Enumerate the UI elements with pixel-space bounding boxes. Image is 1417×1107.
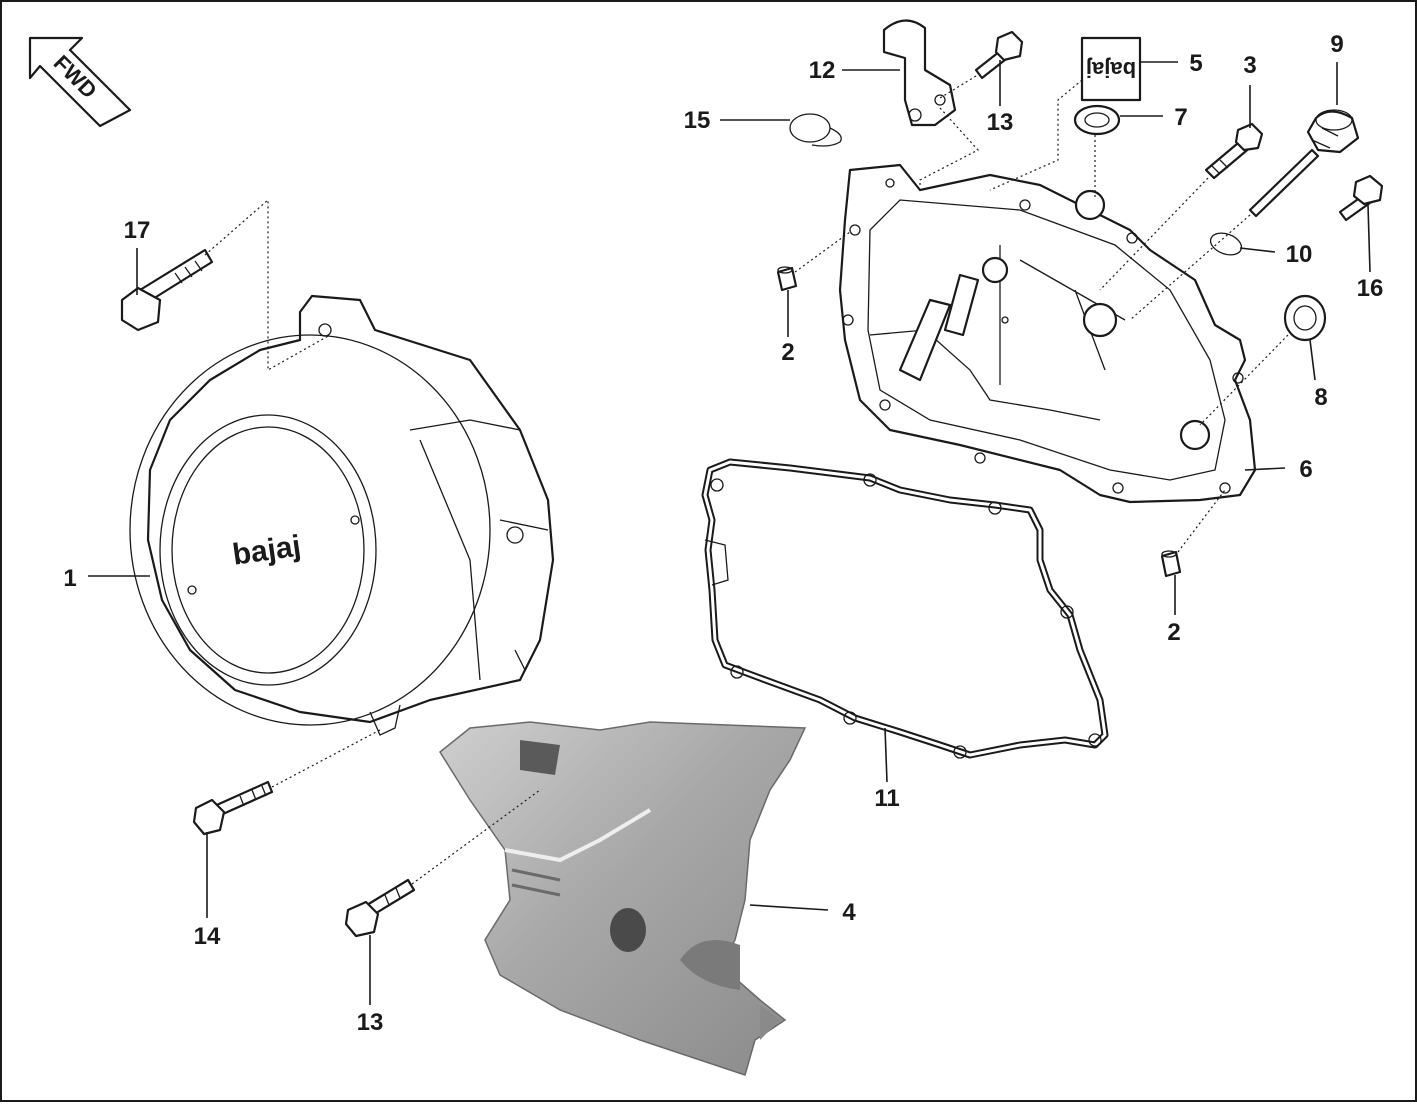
part-10-o-ring [1209,232,1243,256]
part-17-bolt [120,248,214,332]
part-13-bolt-lower [344,878,416,938]
callout-9: 9 [1330,31,1343,58]
callout-10: 10 [1286,241,1313,268]
callout-2a: 2 [781,339,794,366]
callout-6: 6 [1299,456,1312,483]
sticker-logo-text: bajaj [1086,57,1136,82]
part-16-bolt [1338,174,1384,222]
callout-16: 16 [1357,275,1384,302]
part-2-dowel-upper [776,266,798,292]
callout-15: 15 [684,107,711,134]
callout-5: 5 [1189,50,1202,77]
part-4-sprocket-cover [439,721,807,1076]
part-14-bolt [192,780,274,836]
callout-1: 1 [63,565,76,592]
part-6-clutch-cover [838,163,1257,504]
part-5-label-sticker: bajaj [1080,36,1142,102]
callout-7: 7 [1174,104,1187,131]
callout-13a: 13 [987,109,1014,136]
part-15-o-ring [789,113,842,147]
callout-8: 8 [1314,384,1327,411]
part-9-oil-filler-plug [1248,109,1360,218]
part-3-bolt [1204,122,1264,180]
callout-labels: 1 2 2 3 4 5 6 7 8 9 10 11 12 13 13 14 15… [63,31,1383,1036]
callout-11: 11 [874,785,899,812]
callout-17: 17 [124,217,151,244]
part-8-oil-seal [1283,294,1327,342]
callout-4: 4 [842,899,856,926]
callout-3: 3 [1243,52,1256,79]
callout-14: 14 [194,923,221,950]
part-12-clamp [882,19,957,127]
callout-2b: 2 [1167,619,1180,646]
part-7-oil-seal [1073,104,1121,136]
part-13-bolt-upper [974,30,1024,80]
fwd-direction-arrow: FWD [28,36,132,128]
callout-13b: 13 [357,1009,384,1036]
callout-12: 12 [809,57,836,84]
part-2-dowel-lower [1160,550,1182,578]
part-11-gasket [701,458,1109,759]
leader-lines [88,60,1371,1005]
part-1-alternator-cover: bajaj [129,294,555,736]
